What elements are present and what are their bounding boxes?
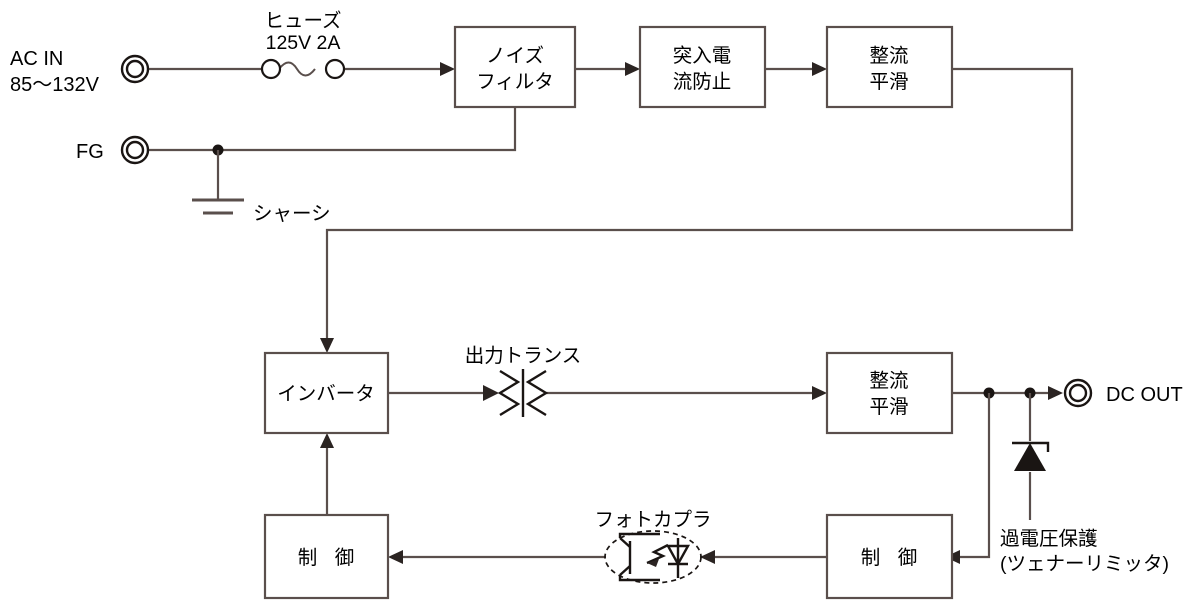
fg-terminal[interactable] [120, 135, 150, 165]
chassis-label: シャーシ [253, 203, 331, 225]
block-inrush-label-line1: 突入電 [673, 45, 732, 67]
block-secondary-rectifier-label-line2: 平滑 [869, 396, 908, 418]
ac-in-terminal[interactable] [120, 54, 150, 84]
phototransistor-collector-lead [619, 537, 631, 548]
dc-out-terminal[interactable] [1063, 378, 1093, 408]
block-secondary-control-box [825, 513, 954, 600]
dc-out-terminal-inner-ring [1068, 383, 1088, 403]
photocoupler-light-zigzag [646, 543, 669, 565]
arrowhead-into-transformer [483, 385, 499, 401]
zener-diode-icon [1012, 441, 1050, 471]
fuse-icon [260, 58, 346, 80]
arrowhead-into-dcout-terminal [1048, 386, 1063, 400]
zener-cathode-bar [1012, 441, 1050, 452]
block-primary-rectifier-smoother[interactable]: 整流 平滑 [825, 25, 954, 109]
arrowhead-into-rect2 [812, 386, 827, 400]
arrowhead-into-photocoupler [700, 550, 715, 564]
block-secondary-rectifier-smoother[interactable]: 整流 平滑 [825, 351, 954, 435]
feedback-wire-group [320, 433, 827, 564]
primary-chain-wire-group [320, 62, 1074, 353]
block-primary-rectifier-box [825, 25, 954, 109]
secondary-power-wire-group [388, 385, 827, 401]
led-triangle [665, 544, 691, 567]
ac-in-label-line2: 85〜132V [10, 74, 100, 96]
block-primary-control-label: 制 御 [298, 547, 360, 569]
wire-rect1-to-inverter [325, 67, 1074, 338]
fg-label: FG [76, 141, 104, 163]
photocoupler-light-arrowhead [647, 559, 659, 567]
ac-input-wire-group [148, 61, 455, 77]
block-noise-filter-label-line2: フィルタ [476, 71, 554, 93]
ac-in-terminal-inner-ring [125, 59, 145, 79]
arrowhead-into-inrush [625, 62, 640, 76]
ovp-label-line1: 過電圧保護 [1000, 528, 1098, 550]
ovp-label-line2: (ツェナーリミッタ) [1000, 553, 1169, 575]
fuse-label-line2: 125V 2A [266, 32, 341, 54]
transformer-primary-winding [497, 369, 521, 417]
block-primary-control[interactable]: 制 御 [263, 513, 390, 600]
phototransistor-emitter-lead [619, 565, 631, 576]
wire-fg-to-noisefilter [148, 107, 517, 152]
block-secondary-control[interactable]: 制 御 [825, 513, 954, 600]
block-noise-filter-label-line1: ノイズ [486, 45, 544, 67]
phototransistor-collector-rail [618, 532, 660, 538]
block-primary-control-box [263, 513, 390, 600]
block-secondary-control-label: 制 御 [861, 547, 923, 569]
block-primary-rectifier-label-line1: 整流 [869, 45, 908, 67]
block-noise-filter-box [453, 25, 577, 109]
arrowhead-into-noisefilter [440, 62, 455, 76]
block-secondary-rectifier-label-line1: 整流 [869, 370, 908, 392]
fuse-label-line1: ヒューズ [264, 10, 341, 32]
output-transformer-icon [497, 369, 549, 417]
photocoupler-icon [604, 530, 702, 584]
fg-wire-group [148, 107, 517, 215]
block-inrush-current-limiter-box [638, 25, 767, 109]
fuse-filament [278, 61, 316, 77]
output-transformer-label: 出力トランス [465, 345, 582, 367]
fuse-cap-right [324, 58, 346, 80]
fuse-cap-left [260, 58, 282, 80]
fg-terminal-inner-ring [125, 140, 145, 160]
block-inverter[interactable]: インバータ [263, 351, 390, 435]
ac-in-label-line1: AC IN [10, 48, 63, 70]
block-primary-rectifier-label-line2: 平滑 [869, 71, 908, 93]
phototransistor-emitter-rail [618, 575, 660, 582]
block-inverter-box [263, 351, 390, 435]
block-inverter-label: インバータ [277, 383, 375, 405]
block-inrush-label-line2: 流防止 [673, 71, 732, 93]
block-inrush-current-limiter[interactable]: 突入電 流防止 [638, 25, 767, 109]
block-secondary-rectifier-box [825, 351, 954, 435]
photocoupler-envelope [604, 530, 702, 584]
arrowhead-into-inverter-top [320, 338, 334, 353]
wire-sense-to-secondary-control [960, 393, 991, 559]
zener-triangle [1014, 443, 1046, 471]
arrowhead-into-inverter-bottom [320, 433, 334, 448]
photocoupler-label: フォトカプラ [594, 509, 711, 531]
dc-out-label: DC OUT [1106, 384, 1183, 406]
dc-output-wire-group [945, 386, 1063, 564]
block-noise-filter[interactable]: ノイズ フィルタ [453, 25, 577, 109]
arrowhead-into-primary-control [388, 550, 403, 564]
transformer-secondary-winding [525, 369, 549, 417]
arrowhead-into-rect1 [812, 62, 827, 76]
